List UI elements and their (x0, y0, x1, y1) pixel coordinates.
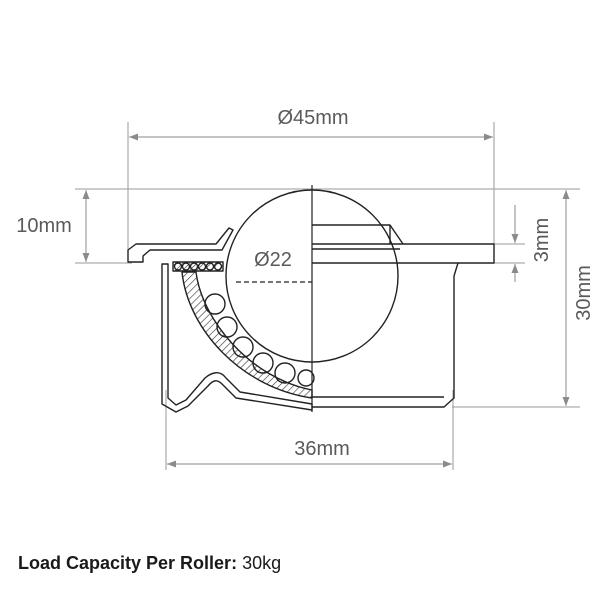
housing-body-right (312, 262, 459, 408)
bearing-ball (232, 336, 254, 358)
housing-outer-left (127, 227, 234, 263)
dimension-arrows (82, 133, 570, 468)
label-ball-diameter: Ø22 (254, 249, 292, 271)
retainer-ball (173, 262, 183, 271)
external-view-right (312, 224, 495, 408)
load-capacity-label: Load Capacity Per Roller: (18, 553, 238, 573)
bearing-ball (274, 362, 296, 384)
load-capacity-line: Load Capacity Per Roller: 30kg (18, 553, 281, 574)
bearing-ball (297, 369, 315, 387)
dimension-lines (75, 122, 580, 470)
retainer-ball (213, 262, 223, 271)
load-capacity-value: 30kg (237, 553, 282, 573)
label-flange-thickness: 3mm (531, 218, 553, 262)
retainer-ball (197, 262, 207, 271)
cross-section-left (127, 227, 315, 413)
bearing-ball (216, 316, 238, 338)
retainer-ball (189, 262, 199, 271)
label-base-width: 36mm (294, 438, 350, 460)
bearing-ball (252, 352, 274, 374)
retainer-ball (205, 262, 215, 271)
bearing-ball (204, 293, 226, 315)
label-outer-diameter: Ø45mm (277, 107, 348, 129)
label-total-height: 30mm (573, 265, 595, 321)
retainer-ball (181, 262, 191, 271)
label-top-height: 10mm (16, 215, 72, 237)
